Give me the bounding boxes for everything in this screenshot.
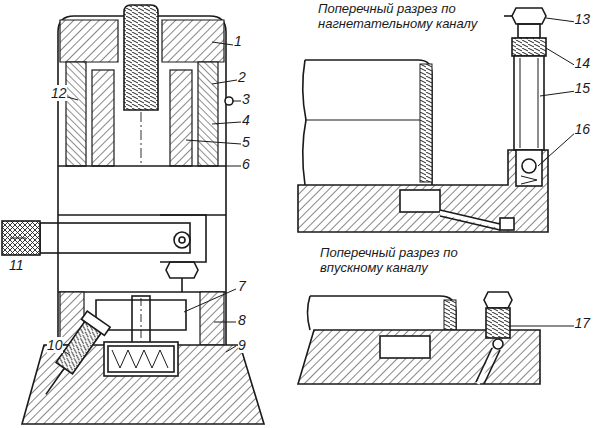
callout-number: 8 bbox=[237, 313, 247, 328]
callout-number: 7 bbox=[237, 279, 247, 294]
callout-text: 13 bbox=[574, 11, 590, 27]
callout-number: 1 bbox=[233, 34, 243, 49]
callout-number: 4 bbox=[241, 113, 251, 128]
section-caption: Поперечный разрез по нагнетательному кан… bbox=[318, 2, 502, 32]
callout-text: 6 bbox=[242, 156, 250, 172]
callout-text: 5 bbox=[242, 134, 250, 150]
caption-text: Поперечный разрез по нагнетательному кан… bbox=[318, 1, 477, 31]
callout-text: 8 bbox=[238, 312, 246, 328]
callout-number: 3 bbox=[241, 92, 251, 107]
callout-number: 15 bbox=[573, 81, 591, 96]
callout-text: 17 bbox=[574, 315, 590, 331]
callout-text: 11 bbox=[9, 257, 24, 273]
callout-text: 2 bbox=[238, 69, 246, 85]
callout-text: 12 bbox=[51, 85, 67, 101]
callout-number: 17 bbox=[573, 316, 591, 331]
callout-number: 11 bbox=[8, 258, 25, 273]
pressure-channel-section bbox=[298, 8, 576, 232]
caption-text: Поперечный разрез по впускному каналу bbox=[320, 245, 458, 275]
callout-number: 16 bbox=[573, 122, 591, 137]
callout-number: 13 bbox=[573, 12, 591, 27]
callout-number: 2 bbox=[237, 70, 247, 85]
callout-text: 10 bbox=[47, 337, 63, 353]
callout-number: 5 bbox=[241, 135, 251, 150]
callout-number: 14 bbox=[573, 56, 591, 71]
callout-text: 15 bbox=[574, 80, 590, 96]
callout-text: 14 bbox=[574, 55, 590, 71]
inlet-channel-section bbox=[298, 292, 578, 384]
callout-number: 9 bbox=[237, 338, 247, 353]
callout-number: 12 bbox=[50, 86, 68, 101]
callout-text: 3 bbox=[242, 91, 250, 107]
callout-text: 4 bbox=[242, 112, 250, 128]
callout-text: 16 bbox=[574, 121, 590, 137]
callout-text: 9 bbox=[238, 337, 246, 353]
main-jack-section bbox=[2, 5, 264, 424]
callout-number: 10 bbox=[46, 338, 64, 353]
callout-number: 6 bbox=[241, 157, 251, 172]
callout-text: 7 bbox=[238, 278, 246, 294]
callout-text: 1 bbox=[234, 33, 242, 49]
section-caption: Поперечный разрез по впускному каналу bbox=[320, 246, 492, 276]
